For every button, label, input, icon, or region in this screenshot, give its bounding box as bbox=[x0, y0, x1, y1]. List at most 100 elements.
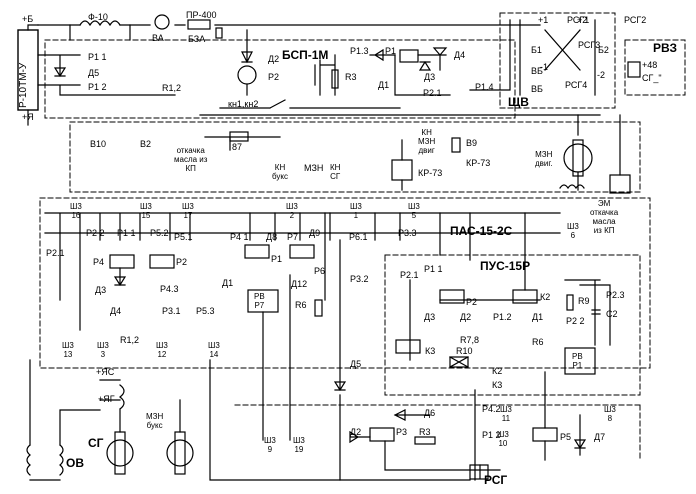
sh3-17: Ш3 17 bbox=[182, 202, 194, 220]
em-oil-pump bbox=[609, 174, 631, 194]
label-p42: Р4.2 bbox=[482, 404, 501, 414]
terminal-plus-yag: +ЯГ bbox=[98, 394, 115, 404]
label-bza: БЗА bbox=[188, 34, 206, 44]
label-pus-p22: Р2 2 bbox=[566, 316, 585, 326]
label-p1c: Р1 bbox=[271, 254, 283, 264]
terminal-plus-ya: +Я bbox=[22, 112, 34, 122]
label-p5: Р5 bbox=[560, 432, 572, 442]
sg-label: СГ bbox=[88, 436, 104, 450]
label-va: ВА bbox=[152, 33, 164, 43]
label-pus-k2: К2 bbox=[540, 292, 551, 302]
mzn-buks-label: МЗН букс bbox=[146, 412, 164, 430]
label-p22: Р2 2 bbox=[86, 228, 105, 238]
label-b1: Б1 bbox=[531, 45, 542, 55]
label-p13: Р1.3 bbox=[350, 46, 369, 56]
relay-p2-coil bbox=[237, 65, 257, 85]
relay-p2 bbox=[149, 254, 175, 269]
label-p51: Р5.1 bbox=[174, 232, 193, 242]
label-p21a: Р2.1 bbox=[423, 88, 442, 98]
label-d8: Д8 bbox=[266, 232, 278, 242]
label-r3a: R3 bbox=[345, 72, 357, 82]
label-d4a: Д4 bbox=[454, 50, 466, 60]
label-d2a: Д2 bbox=[268, 54, 280, 64]
label-p32: Р3.2 bbox=[350, 274, 369, 284]
inductor-f10 bbox=[79, 20, 121, 27]
label-d2b: Д2 bbox=[350, 427, 362, 437]
label-kn-buks: КН букс bbox=[272, 163, 288, 181]
label-pus-d2: Д2 bbox=[460, 312, 472, 322]
label-kn12: кн1,кн2 bbox=[228, 99, 259, 109]
relay-p5 bbox=[532, 427, 558, 442]
label-p31: Р3.1 bbox=[162, 306, 181, 316]
breaker-va bbox=[154, 14, 170, 30]
label-r12: R1,2 bbox=[162, 83, 182, 93]
terminal-sg-minus: СГ_" bbox=[642, 73, 662, 83]
label-d1a: Д1 bbox=[378, 80, 390, 90]
label-p11b: Р1 1 bbox=[117, 228, 136, 238]
sh3-6: Ш3 6 bbox=[567, 222, 579, 240]
label-r87: 87 bbox=[232, 142, 243, 152]
relay-p3 bbox=[369, 427, 395, 442]
label-pus-p2: Р2 bbox=[466, 297, 478, 307]
label-rv-p7: РВ Р7 bbox=[254, 292, 265, 310]
generator-sg bbox=[106, 439, 134, 467]
label-pus-r9: R9 bbox=[578, 296, 590, 306]
label-p7: Р7 bbox=[287, 232, 299, 242]
relay-p4 bbox=[109, 254, 135, 269]
block-borders bbox=[39, 12, 686, 461]
motor-mzn-buks bbox=[166, 439, 194, 467]
label-rsg1: РСГ1 bbox=[567, 15, 590, 25]
sh3-15: Ш3 15 bbox=[140, 202, 152, 220]
label-d9: Д9 bbox=[309, 228, 321, 238]
relay-pus-k3 bbox=[395, 339, 421, 354]
label-r6a: R6 bbox=[295, 300, 307, 310]
relay-pus-k2 bbox=[512, 289, 538, 304]
label-pus-rv: РВ Р1 bbox=[572, 352, 583, 370]
label-pus-r6: R6 bbox=[532, 337, 544, 347]
label-pus-p11: Р1 1 bbox=[424, 264, 443, 274]
label-p1a: Р1 bbox=[385, 46, 397, 56]
label-pus-c2: С2 bbox=[606, 309, 618, 319]
time-relay-pus-rv bbox=[564, 347, 596, 375]
label-d5b: Д5 bbox=[350, 359, 362, 369]
label-p4: Р4 bbox=[93, 257, 105, 267]
label-p3: Р3 bbox=[396, 427, 408, 437]
label-vb1: ВБ bbox=[531, 66, 543, 76]
label-rsg2: РСГ2 bbox=[624, 15, 647, 25]
label-p14: Р1.4 bbox=[475, 82, 494, 92]
label-p21b: Р2.1 bbox=[46, 248, 65, 258]
block-shchv-label: ЩВ bbox=[508, 95, 529, 109]
label-p2b: Р2 bbox=[176, 257, 188, 267]
label-pus-r10: R10 bbox=[456, 346, 473, 356]
label-p41: Р4 1 bbox=[230, 232, 249, 242]
relay-pus-p2 bbox=[439, 289, 465, 304]
label-kr73a: КР-73 bbox=[418, 168, 443, 178]
sh3-8: Ш3 8 bbox=[604, 405, 616, 423]
resistor-r10 bbox=[449, 356, 469, 368]
label-mzn: МЗН bbox=[304, 163, 324, 173]
sh3-2: Ш3 2 bbox=[286, 202, 298, 220]
label-d3b: Д3 bbox=[95, 285, 107, 295]
sh3-5: Ш3 5 bbox=[408, 202, 420, 220]
label-kn-sg: КН СГ bbox=[330, 163, 341, 181]
resistor-87 bbox=[229, 131, 249, 142]
sh3-1: Ш3 1 bbox=[350, 202, 362, 220]
sh3-3: Ш3 3 bbox=[97, 341, 109, 359]
label-p12: Р1 2 bbox=[88, 82, 107, 92]
terminal-p1: +1 bbox=[538, 15, 549, 25]
mzn-dvig-label: МЗН двиг. bbox=[535, 150, 553, 168]
sh3-11: Ш3 11 bbox=[500, 405, 512, 423]
label-rsg3: РСГ3 bbox=[578, 40, 601, 50]
resistor-r3 bbox=[414, 436, 436, 445]
label-d1b: Д1 bbox=[222, 278, 234, 288]
label-pus-p23: Р2.3 bbox=[606, 290, 625, 300]
label-p53: Р5.3 bbox=[196, 306, 215, 316]
label-p11: Р1 1 bbox=[88, 52, 107, 62]
sh3-9: Ш3 9 bbox=[264, 436, 276, 454]
label-r12b: R1,2 bbox=[120, 335, 140, 345]
terminal-m2: -2 bbox=[597, 70, 606, 80]
label-p33: Р3.3 bbox=[398, 228, 417, 238]
label-pus-r78: R7,8 bbox=[460, 335, 480, 345]
